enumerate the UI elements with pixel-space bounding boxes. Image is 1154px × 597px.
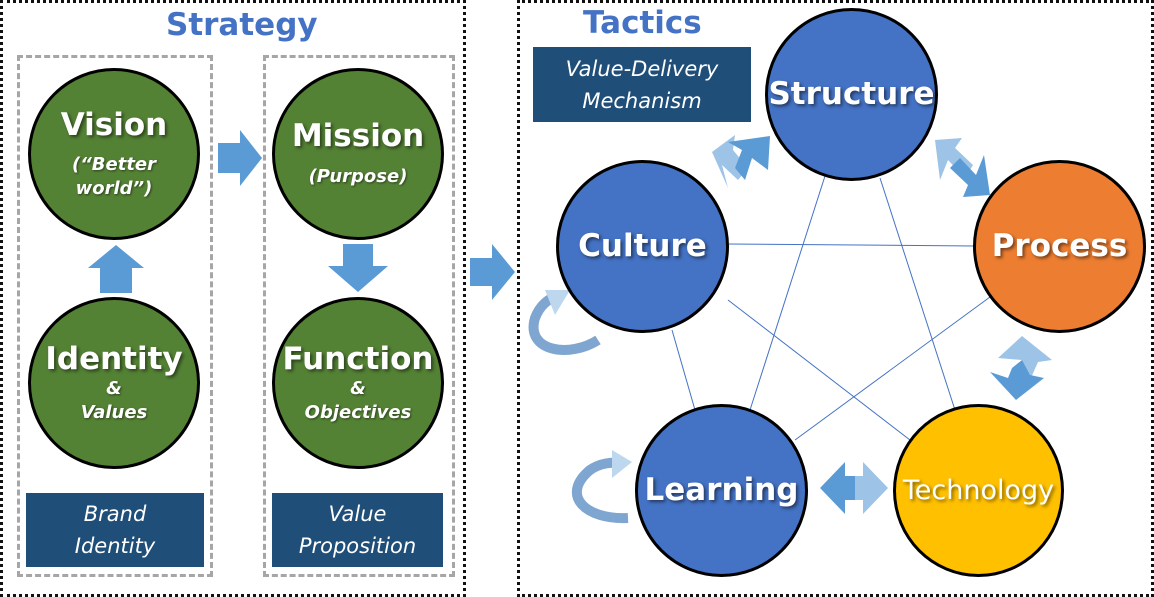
process-label: Process	[991, 227, 1128, 264]
pentagram-lines	[671, 175, 991, 441]
double-arrow-icon	[712, 135, 770, 188]
double-arrow-icon	[990, 336, 1052, 400]
right-arrow-icon	[470, 244, 515, 300]
tactics-title: Tactics	[583, 5, 702, 41]
identity-circle: Identity & Values	[28, 297, 200, 469]
value-box-line1: Value	[328, 502, 387, 526]
structure-circle: Structure	[765, 8, 938, 181]
double-arrow-icon	[935, 138, 990, 197]
loop-arrow-icon	[528, 290, 601, 355]
structure-label: Structure	[768, 75, 935, 112]
function-subtitle: Objectives	[304, 401, 412, 423]
identity-title: Identity	[45, 340, 183, 377]
mechanism-box-line1: Value-Delivery	[565, 56, 719, 81]
down-arrow-icon	[328, 244, 388, 292]
strategy-left-column	[17, 55, 213, 577]
double-arrow-icon	[820, 462, 888, 514]
process-circle: Process	[973, 160, 1146, 333]
technology-circle: Technology	[893, 404, 1064, 577]
mechanism-box-line2: Mechanism	[582, 88, 702, 113]
vision-subtitle: (“Better world”)	[71, 154, 157, 199]
value-box-line2: Proposition	[298, 534, 417, 558]
up-arrow-icon	[88, 245, 144, 293]
identity-amp: &	[106, 378, 122, 400]
mission-title: Mission	[291, 118, 425, 155]
mission-circle: Mission (Purpose)	[272, 68, 444, 240]
technology-label: Technology	[902, 474, 1055, 506]
mission-subtitle: (Purpose)	[308, 166, 408, 188]
learning-label: Learning	[644, 471, 799, 508]
learning-circle: Learning	[635, 404, 808, 577]
value-delivery-mechanism-box: Value-Delivery Mechanism	[533, 47, 751, 122]
brand-box-line1: Brand	[83, 502, 147, 526]
identity-subtitle: Values	[80, 401, 148, 423]
vision-title: Vision	[60, 106, 168, 143]
strategy-panel	[0, 0, 466, 597]
function-circle: Function & Objectives	[272, 297, 444, 469]
loop-arrow-icon	[571, 450, 632, 524]
value-proposition-box: Value Proposition	[272, 493, 443, 567]
function-amp: &	[350, 378, 366, 400]
brand-box-line2: Identity	[74, 534, 156, 558]
brand-identity-box: Brand Identity	[26, 493, 204, 567]
culture-label: Culture	[578, 227, 707, 264]
culture-circle: Culture	[556, 160, 729, 333]
function-title: Function	[282, 340, 434, 377]
strategy-title: Strategy	[166, 7, 318, 43]
vision-circle: Vision (“Better world”)	[28, 68, 200, 240]
right-arrow-icon	[218, 130, 262, 186]
strategy-right-column	[263, 55, 455, 577]
tactics-panel	[517, 0, 1154, 597]
